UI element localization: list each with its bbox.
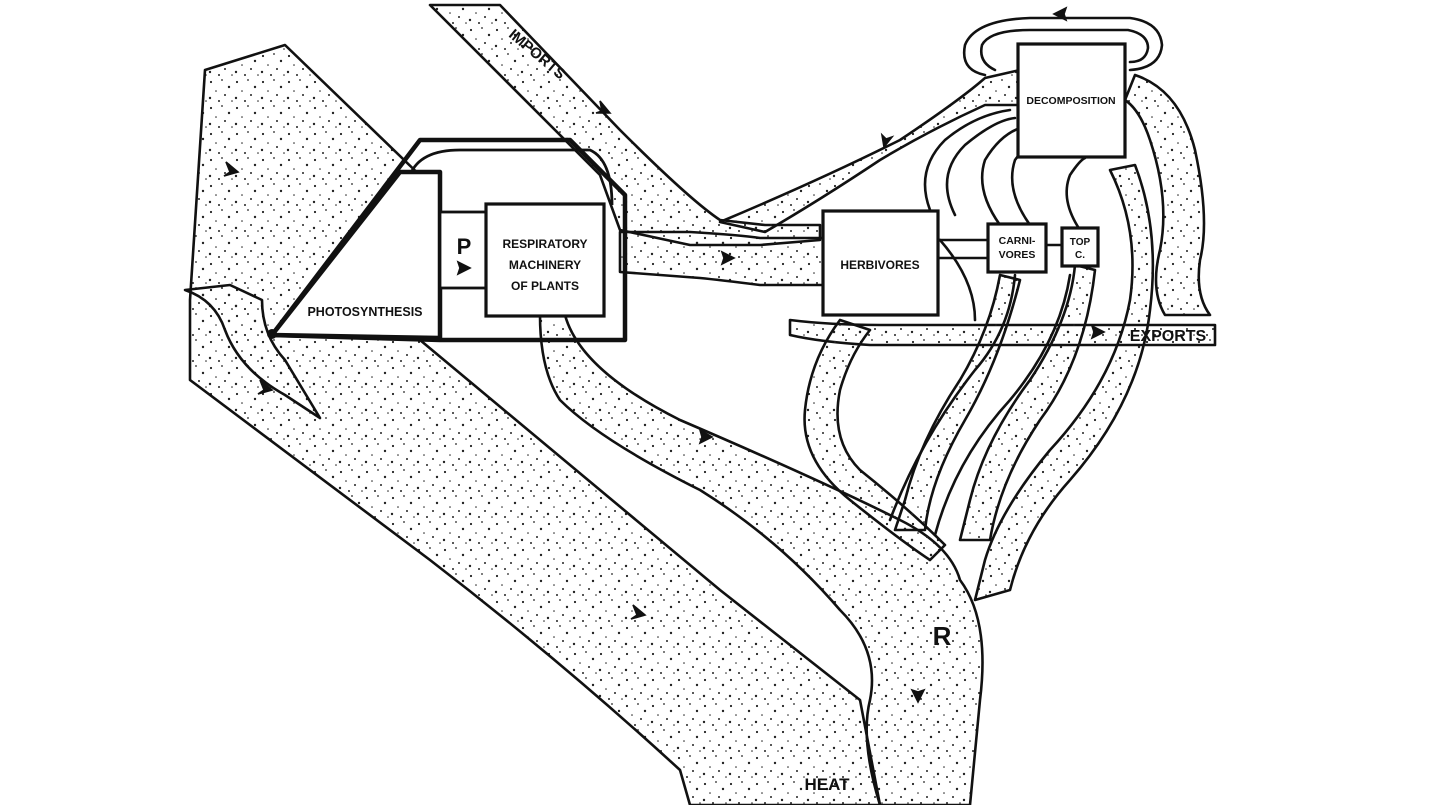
top-carnivores-label-line-2: C. xyxy=(1075,250,1085,261)
heat-label: HEAT xyxy=(804,775,850,794)
photosynthesis-label: PHOTOSYNTHESIS xyxy=(307,305,422,319)
decomposition-label: DECOMPOSITION xyxy=(1026,95,1115,107)
dead-matter-line-3 xyxy=(982,128,1020,225)
exports-feed-line xyxy=(940,240,975,320)
exports-label: EXPORTS xyxy=(1130,328,1207,345)
carnivores-label-line-2: VORES xyxy=(999,249,1036,261)
herbivores-to-carnivores-connector xyxy=(938,240,988,258)
sunlight-channel xyxy=(190,45,880,805)
herbivores-label: HERBIVORES xyxy=(840,258,919,272)
respiratory-label-line-1: RESPIRATORY xyxy=(502,237,587,251)
top-carnivores-label-line-1: TOP xyxy=(1070,237,1091,248)
respiratory-label-line-3: OF PLANTS xyxy=(511,279,579,293)
dead-matter-line-2 xyxy=(947,118,1015,215)
carnivores-box xyxy=(988,224,1046,272)
r-label: R xyxy=(933,621,952,651)
photosynthesis-input-node xyxy=(267,329,277,339)
carnivores-label-line-1: CARNI- xyxy=(999,235,1036,247)
plants-to-herbivores-channel xyxy=(620,232,825,285)
p-label: P xyxy=(457,234,472,259)
respiratory-label-line-2: MACHINERY xyxy=(509,258,581,272)
to-decomposition-channel xyxy=(720,70,1020,232)
dead-matter-line-5 xyxy=(1067,158,1085,230)
